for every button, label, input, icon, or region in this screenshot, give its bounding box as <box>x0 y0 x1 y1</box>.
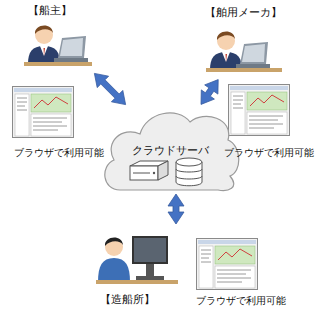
node-title: クラウドサーバ <box>100 144 240 158</box>
browser-screen <box>197 239 258 290</box>
cloud-server: クラウドサーバ <box>100 106 240 192</box>
browser-screen <box>13 87 74 138</box>
browser-screen <box>229 85 290 136</box>
database-icon <box>176 158 202 186</box>
party-group: 【造船所】 <box>92 226 182 308</box>
screen-caption: ブラウザで利用可能 <box>196 294 286 307</box>
party-label: 【船主】 <box>28 4 72 18</box>
double-arrow <box>168 194 184 224</box>
party-group: 【舶用メーカ】 <box>203 4 287 78</box>
maker-person-figure <box>206 32 282 72</box>
screen-caption: ブラウザで利用可能 <box>14 146 104 159</box>
party-label: 【舶用メーカ】 <box>205 6 282 20</box>
double-arrow <box>201 80 218 105</box>
double-arrow <box>94 73 125 104</box>
owner-person-figure <box>24 26 92 66</box>
screen-caption: ブラウザで利用可能 <box>224 146 314 159</box>
server-icon <box>130 161 168 180</box>
party-group: 【船主】 <box>22 2 94 72</box>
party-label: 【造船所】 <box>100 293 155 307</box>
shipyard-person-figure <box>96 236 178 284</box>
